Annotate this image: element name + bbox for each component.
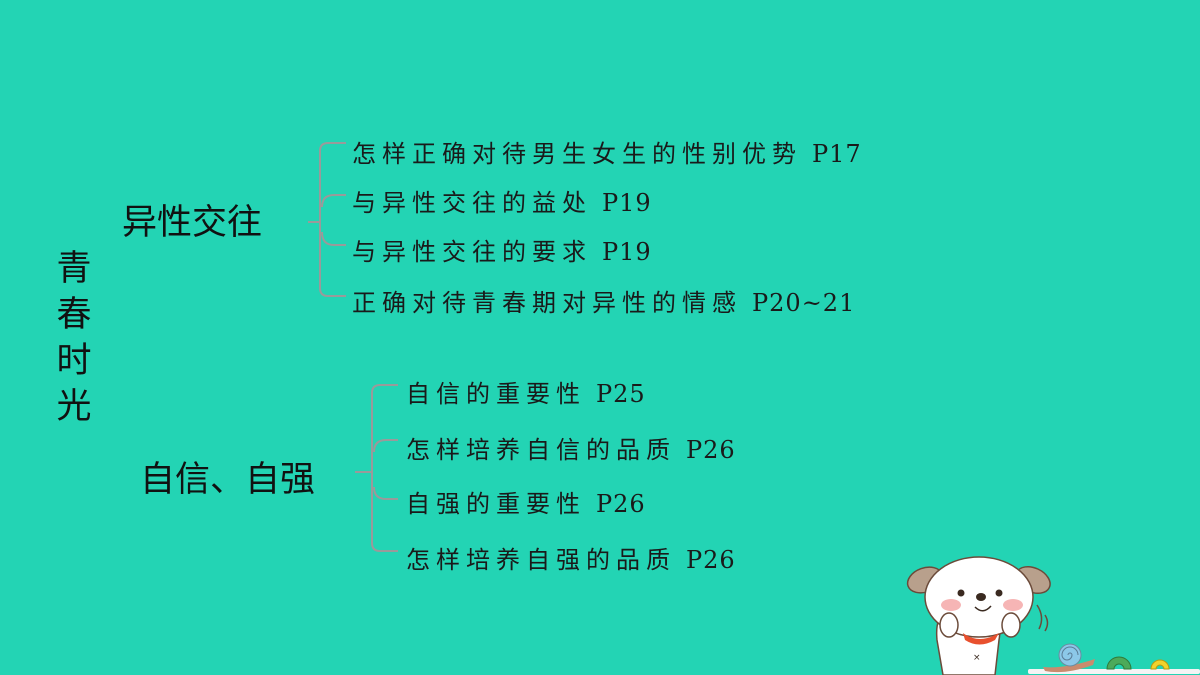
section-label-2: 自信、自强 (140, 460, 316, 500)
title-char: 光 (56, 387, 92, 427)
section-label-1: 异性交往 (122, 203, 263, 243)
svg-text:×: × (973, 653, 981, 663)
title-char: 春 (56, 295, 92, 335)
title-char: 青 (56, 249, 92, 289)
cartoon-puppy-icon: × (906, 556, 1200, 675)
title-char: 时 (56, 341, 92, 381)
slide-title-vertical: 青 春 时 光 (52, 246, 96, 430)
